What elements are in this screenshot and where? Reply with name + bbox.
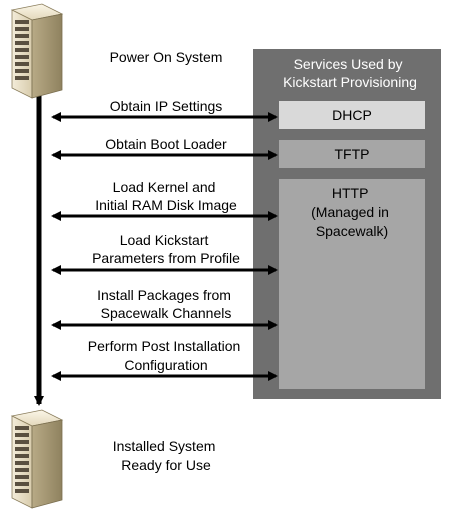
step-install-packages-label: Install Packages from Spacewalk Channels — [97, 287, 235, 321]
step-obtain-boot-loader-label-line-1: Obtain Boot Loader — [105, 136, 227, 152]
step-install-packages: Install Packages from Spacewalk Channels — [51, 287, 278, 330]
service-http-label-line-1: HTTP — [332, 185, 368, 201]
step-install-packages-label-line-1: Install Packages from — [97, 287, 231, 303]
service-dhcp-label: DHCP — [332, 107, 372, 123]
step-load-kernel-label-line-2: Initial RAM Disk Image — [95, 197, 237, 213]
service-http: HTTP (Managed in Spacewalk) — [279, 179, 425, 389]
step-load-kickstart-parameters-label-line-2: Parameters from Profile — [92, 250, 240, 266]
service-http-label-line-2: (Managed in — [311, 204, 389, 220]
start-label: Power On System — [110, 49, 223, 65]
service-tftp-label-line-1: TFTP — [335, 146, 370, 162]
end-label-line-1: Installed System — [113, 438, 216, 454]
service-tftp-label: TFTP — [335, 146, 370, 162]
step-obtain-ip-settings-label: Obtain IP Settings — [110, 98, 223, 114]
step-post-installation: Perform Post Installation Configuration — [51, 338, 278, 381]
step-install-packages-label-line-2: Spacewalk Channels — [101, 305, 232, 321]
service-tftp-box — [279, 140, 425, 168]
service-dhcp: DHCP — [279, 101, 425, 129]
end-label-line-2: Ready for Use — [121, 457, 211, 473]
step-post-installation-label: Perform Post Installation Configuration — [88, 338, 244, 373]
step-obtain-ip-settings-label-line-1: Obtain IP Settings — [110, 98, 223, 114]
start-label-line-1: Power On System — [110, 49, 223, 65]
step-load-kickstart-parameters-label-line-1: Load Kickstart — [120, 232, 209, 248]
services-panel-title-line-1: Services Used by — [294, 56, 403, 72]
service-tftp: TFTP — [279, 140, 425, 168]
step-load-kernel-label-line-1: Load Kernel and — [113, 179, 216, 195]
service-http-label: HTTP (Managed in Spacewalk) — [311, 185, 393, 239]
step-post-installation-label-line-1: Perform Post Installation — [88, 338, 241, 354]
services-panel-title: Services Used by Kickstart Provisioning — [283, 56, 417, 90]
start-server-icon — [10, 3, 64, 99]
service-dhcp-box — [279, 101, 425, 129]
services-panel: Services Used by Kickstart Provisioning … — [253, 49, 441, 399]
step-load-kickstart-parameters: Load Kickstart Parameters from Profile — [51, 232, 278, 275]
step-post-installation-label-line-2: Configuration — [124, 357, 207, 373]
service-dhcp-label-line-1: DHCP — [332, 107, 372, 123]
end-server-icon — [10, 409, 64, 509]
step-load-kernel-label: Load Kernel and Initial RAM Disk Image — [95, 179, 237, 213]
step-load-kickstart-parameters-label: Load Kickstart Parameters from Profile — [92, 232, 240, 266]
service-http-box — [279, 179, 425, 389]
step-obtain-boot-loader: Obtain Boot Loader — [51, 136, 278, 160]
step-load-kernel: Load Kernel and Initial RAM Disk Image — [51, 179, 278, 221]
step-obtain-boot-loader-label: Obtain Boot Loader — [105, 136, 227, 152]
step-obtain-ip-settings: Obtain IP Settings — [51, 98, 278, 122]
service-http-label-line-3: Spacewalk) — [316, 223, 388, 239]
services-panel-title-line-2: Kickstart Provisioning — [283, 74, 417, 90]
end-label: Installed System Ready for Use — [113, 438, 220, 473]
